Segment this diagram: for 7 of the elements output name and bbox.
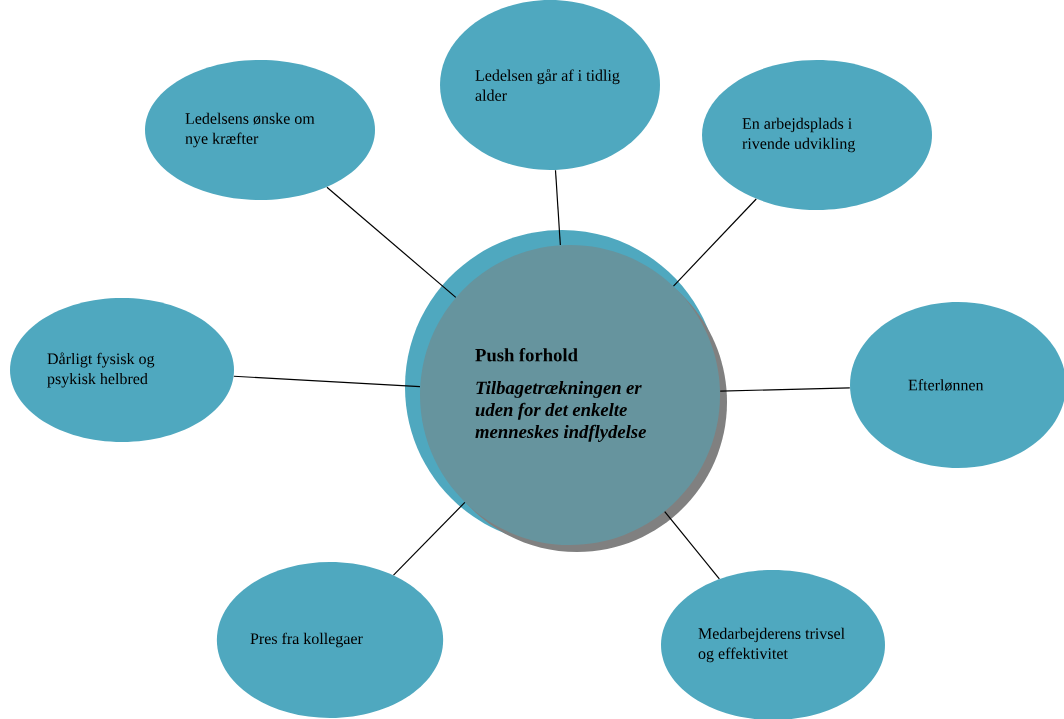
connector-line	[233, 375, 421, 388]
connector-line	[672, 198, 757, 287]
connector-line	[554, 169, 561, 246]
connector-line	[664, 511, 720, 580]
connector-line	[326, 186, 457, 298]
connector-line	[719, 387, 851, 392]
connector-line	[392, 501, 466, 576]
